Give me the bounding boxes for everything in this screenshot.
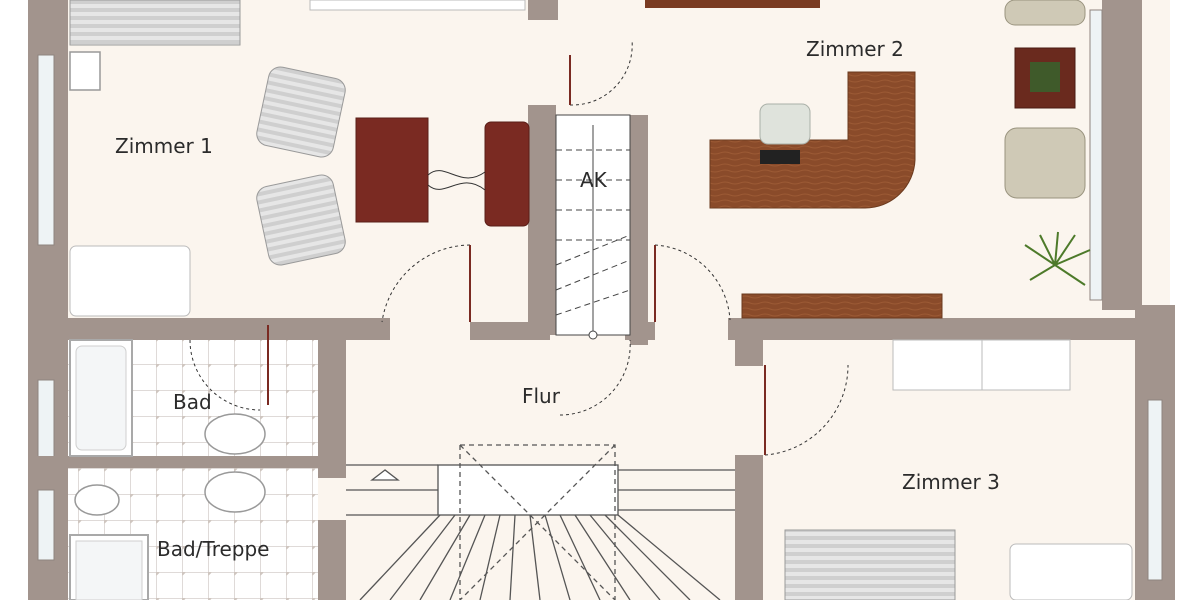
zimmer1-tv-unit — [484, 121, 530, 227]
room-label-zimmer2: Zimmer 2 — [806, 37, 904, 61]
potted-plant-icon — [1024, 231, 1091, 286]
room-label-bad: Bad — [173, 390, 212, 414]
zimmer2-sideboard — [645, 0, 820, 8]
zimmer1-shelf — [309, 0, 526, 11]
zimmer2-corner-desk — [709, 71, 916, 209]
room-label-zimmer3: Zimmer 3 — [902, 470, 1000, 494]
room-label-zimmer1: Zimmer 1 — [115, 134, 213, 158]
main-staircase — [346, 444, 735, 600]
zimmer1-coffee-table — [355, 117, 429, 223]
room-label-bad-treppe: Bad/Treppe — [157, 537, 270, 561]
zimmer2-side-table — [1014, 47, 1076, 109]
door-leaves — [267, 55, 766, 455]
zimmer3-bed — [784, 529, 956, 600]
room-label-ak: AK — [580, 168, 607, 192]
door-swings — [189, 39, 849, 456]
zimmer2-keyboard — [760, 150, 800, 164]
zimmer1-desk — [69, 245, 191, 317]
side-table-plant-icon — [1030, 62, 1060, 92]
zimmer1-cables — [427, 170, 486, 191]
ak-stairs — [555, 114, 631, 340]
zimmer2-office-chair — [759, 103, 811, 145]
zimmer3-desk — [1009, 543, 1133, 600]
room-label-flur: Flur — [522, 384, 560, 408]
sinks — [69, 51, 266, 516]
shower-tray — [69, 534, 149, 600]
zimmer2-shelf — [741, 293, 943, 319]
bathtub — [69, 339, 133, 457]
window-frames — [37, 9, 1163, 581]
zimmer1-bed — [69, 0, 241, 46]
zimmer1-armchairs — [256, 66, 346, 266]
zimmer2-armchairs — [1004, 0, 1086, 199]
interior-walls — [30, 0, 1168, 600]
